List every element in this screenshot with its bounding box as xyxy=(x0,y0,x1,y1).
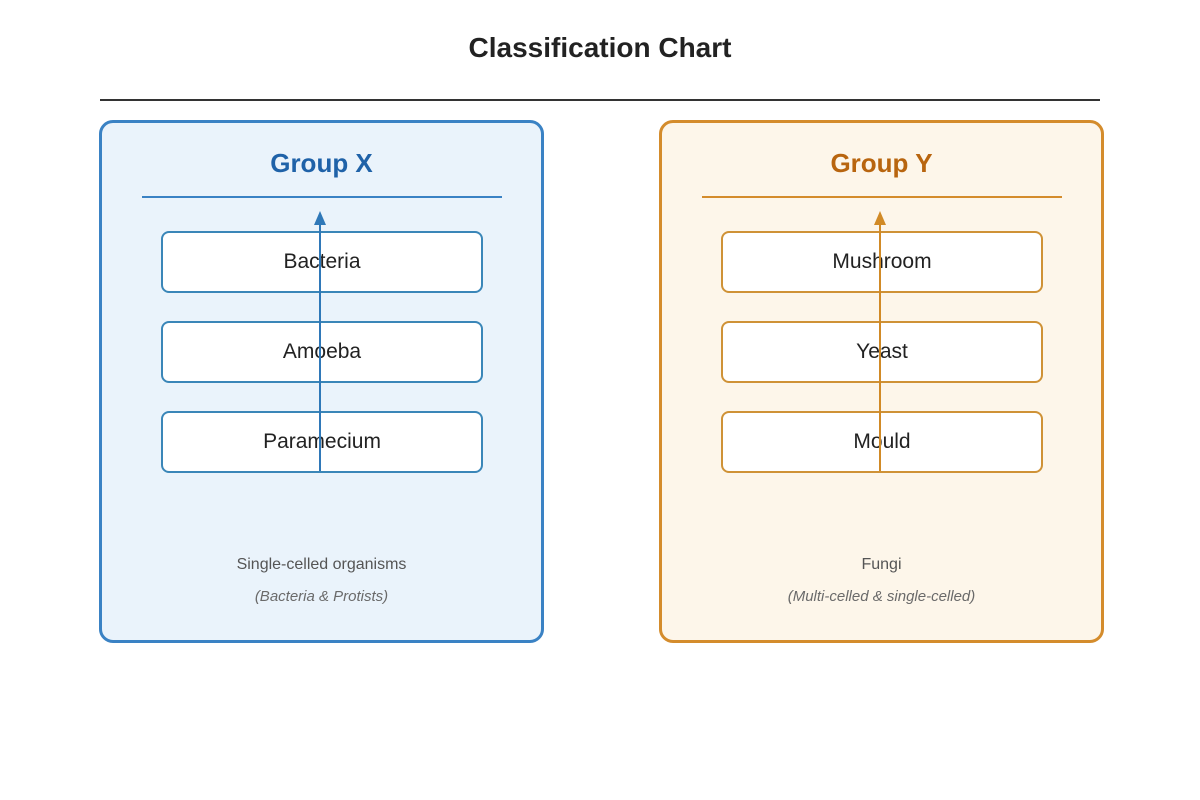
group-x-caption: Single-celled organisms xyxy=(236,556,407,573)
group-x-title: Group X xyxy=(270,148,373,178)
item-mould: Mould xyxy=(721,411,1043,473)
group-x-arrow-head xyxy=(314,211,326,225)
item-mushroom: Mushroom xyxy=(721,231,1043,293)
group-y-caption: Fungi xyxy=(861,556,902,573)
group-y-title: Group Y xyxy=(830,148,933,178)
group-y-panel: Group Y Mushroom Yeast Mould Fungi (Mult… xyxy=(659,120,1104,643)
item-paramecium: Paramecium xyxy=(161,411,483,473)
title-divider xyxy=(100,99,1100,101)
item-amoeba: Amoeba xyxy=(161,321,483,383)
group-x-panel: Group X Bacteria Amoeba Paramecium Singl… xyxy=(99,120,544,643)
group-x-divider xyxy=(142,196,502,198)
group-y-divider xyxy=(702,196,1062,198)
chart-title: Classification Chart xyxy=(468,32,732,63)
group-x-subcaption: (Bacteria & Protists) xyxy=(254,588,389,605)
group-y-arrow-head xyxy=(874,211,886,225)
item-bacteria: Bacteria xyxy=(161,231,483,293)
group-y-subcaption: (Multi-celled & single-celled) xyxy=(787,588,976,605)
item-yeast: Yeast xyxy=(721,321,1043,383)
